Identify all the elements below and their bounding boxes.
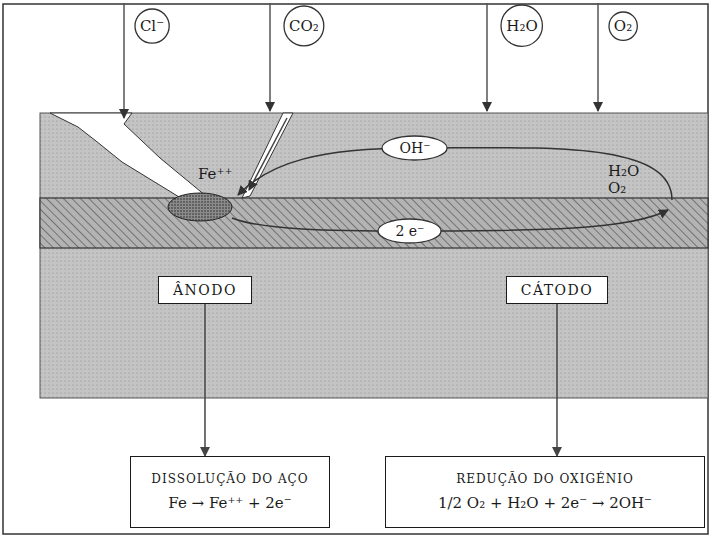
anode-pit	[168, 193, 232, 221]
cathode-box: CÁTODO	[506, 276, 609, 304]
ingress-arrow	[123, 3, 125, 118]
node-text: ÂNODO	[173, 282, 237, 298]
node-text: OH⁻	[399, 140, 430, 156]
node-text: REDUÇÃO DO OXIGÉNIO	[456, 472, 634, 486]
species-circle: CO₂	[283, 5, 325, 47]
node-text: 2 e⁻	[395, 223, 424, 239]
node-text: DISSOLUÇÃO DO AÇO	[151, 472, 308, 486]
reaction-box: REDUÇÃO DO OXIGÉNIO 1/2 O₂ + H₂O + 2e⁻ → …	[385, 456, 705, 528]
node-text: O₂	[614, 17, 632, 35]
species-circle: H₂O	[500, 4, 543, 47]
electron-flow	[232, 210, 668, 231]
ion-label: Fe⁺⁺	[196, 166, 234, 183]
reaction-box: DISSOLUÇÃO DO AÇO Fe → Fe⁺⁺ + 2e⁻	[130, 456, 330, 528]
species-label: H₂O O₂	[606, 163, 652, 198]
concrete	[40, 113, 708, 398]
node-text: Cl⁻	[140, 17, 164, 35]
reaction-arrow	[204, 304, 206, 456]
ingress-arrow	[597, 3, 599, 111]
equation-text: 1/2 O₂ + H₂O + 2e⁻ → 2OH⁻	[438, 494, 652, 512]
anode-box: ÂNODO	[158, 276, 252, 304]
species-circle: O₂	[608, 11, 638, 41]
ingress-arrow	[249, 118, 287, 190]
frame	[3, 4, 708, 534]
steel-bar	[40, 198, 708, 248]
reaction-arrow	[556, 304, 558, 456]
ingress-arrow	[486, 3, 488, 111]
electron-oval: 2 e⁻	[377, 218, 442, 244]
ingress-arrow	[269, 3, 271, 111]
species-circle: Cl⁻	[134, 8, 170, 44]
ion-oval: OH⁻	[381, 135, 448, 161]
node-text: CÁTODO	[521, 282, 594, 298]
crack	[50, 113, 206, 200]
equation-text: Fe → Fe⁺⁺ + 2e⁻	[168, 494, 291, 512]
node-text: CO₂	[289, 17, 319, 35]
hydroxide-loop	[238, 148, 672, 200]
node-text: H₂O	[506, 17, 537, 35]
